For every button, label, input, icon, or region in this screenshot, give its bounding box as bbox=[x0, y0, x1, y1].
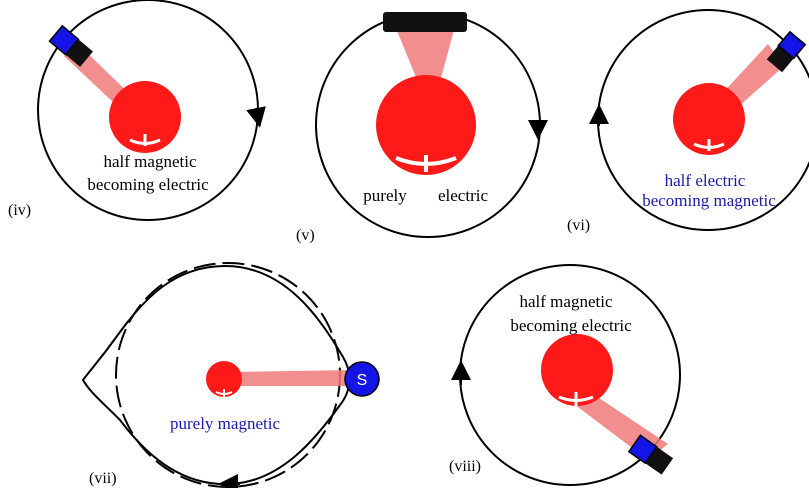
panel-caption-line-2: becoming magnetic bbox=[642, 191, 776, 210]
panel-label: (viii) bbox=[449, 458, 481, 475]
field-beam bbox=[228, 370, 354, 386]
orbiting-magnet bbox=[383, 12, 467, 32]
panel-vi: half electric becoming magnetic (vi) bbox=[567, 10, 809, 234]
panel-vii: S purely magnetic (vii) bbox=[83, 263, 379, 487]
panel-caption: purely magnetic bbox=[170, 414, 280, 433]
panel-caption-line-1: half electric bbox=[665, 171, 746, 190]
panel-label: (v) bbox=[296, 227, 315, 244]
panel-caption-word-1: purely bbox=[363, 186, 407, 205]
panel-label: (vi) bbox=[567, 217, 590, 234]
panel-iv: half magnetic becoming electric (iv) bbox=[8, 0, 258, 220]
panel-v: purely electric (v) bbox=[296, 12, 540, 244]
panel-viii: half magnetic becoming electric (viii) bbox=[449, 265, 680, 485]
panel-label: (iv) bbox=[8, 202, 31, 219]
panel-caption-line-2: becoming electric bbox=[510, 316, 632, 335]
panel-caption-line-2: becoming electric bbox=[87, 175, 209, 194]
field-beam bbox=[395, 26, 455, 82]
panel-caption-line-1: half magnetic bbox=[520, 292, 613, 311]
panel-label: (vii) bbox=[89, 470, 117, 487]
panel-caption-word-2: electric bbox=[438, 186, 488, 205]
panel-caption-line-1: half magnetic bbox=[104, 152, 197, 171]
magnet-pole-label: S bbox=[357, 372, 368, 389]
